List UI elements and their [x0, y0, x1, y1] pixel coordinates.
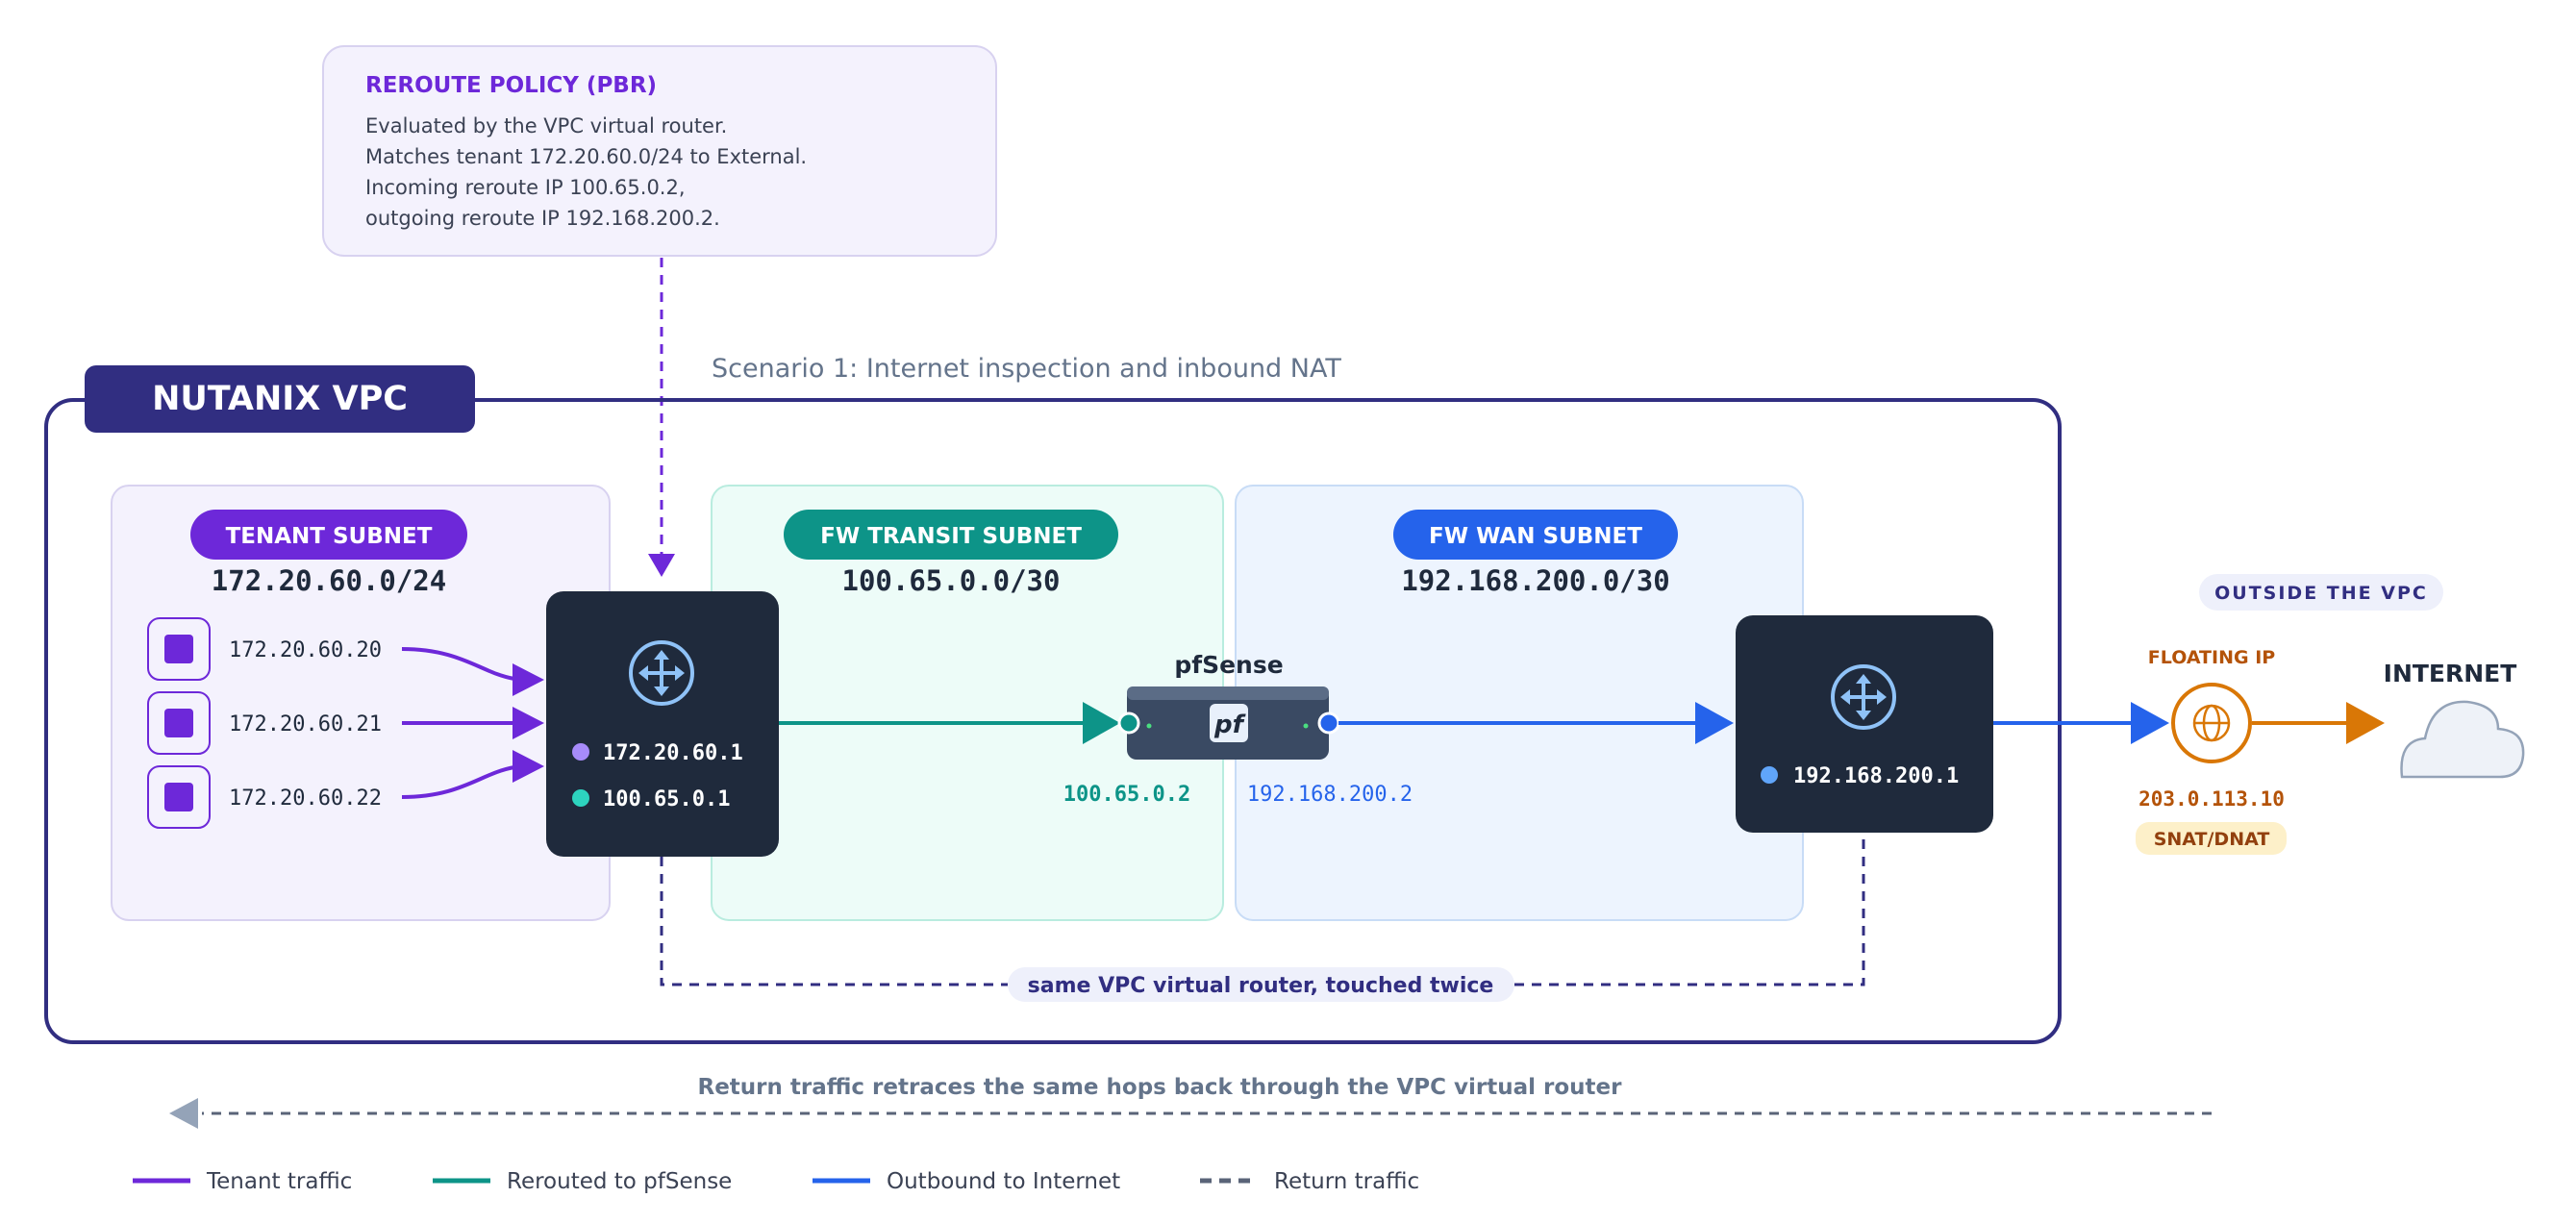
svg-text:Rerouted to pfSense: Rerouted to pfSense [507, 1169, 732, 1194]
pfsense-ip-out: 192.168.200.2 [1247, 783, 1413, 807]
vm-ip: 172.20.60.21 [229, 712, 382, 736]
scenario-caption: Scenario 1: Internet inspection and inbo… [712, 354, 1341, 384]
floating-ip[interactable]: FLOATING IP 203.0.113.10 SNAT/DNAT [2136, 647, 2287, 855]
router-ip: 172.20.60.1 [603, 741, 743, 765]
floating-ip-label: FLOATING IP [2148, 647, 2275, 668]
firewall-appliance-icon: pf [1127, 686, 1329, 760]
router-ip: 100.65.0.1 [603, 787, 730, 811]
transit-pill-label: FW TRANSIT SUBNET [820, 524, 1082, 549]
pfsense-firewall[interactable]: pfSense pf 100.65.0.2 192.168.200.2 [1063, 651, 1413, 807]
tenant-vm[interactable]: 172.20.60.21 [147, 691, 382, 755]
router-touched-twice-note: same VPC virtual router, touched twice [660, 833, 1865, 1002]
legend-item: Return traffic [1200, 1169, 1419, 1194]
router-ip: 192.168.200.1 [1793, 764, 1959, 788]
tenant-vm[interactable]: 172.20.60.22 [147, 765, 382, 829]
tenant-pill-label: TENANT SUBNET [226, 524, 433, 549]
reroute-flow [779, 702, 1120, 744]
vm-icon [164, 783, 193, 811]
legend-item: Tenant traffic [133, 1169, 352, 1194]
outside-vpc-label: OUTSIDE THE VPC [2199, 574, 2443, 611]
vpc-router-egress[interactable]: 192.168.200.1 [1736, 615, 1993, 833]
outbound-flow [1338, 702, 1734, 744]
svg-text:NUTANIX VPC: NUTANIX VPC [152, 380, 408, 418]
vpc-router-ingress[interactable]: 172.20.60.1 100.65.0.1 [546, 591, 779, 857]
cloud-icon [2400, 700, 2525, 779]
tenant-vm[interactable]: 172.20.60.20 [147, 617, 382, 681]
return-traffic: Return traffic retraces the same hops ba… [169, 1075, 2212, 1129]
router-icon [1831, 664, 1896, 730]
policy-line: Incoming reroute IP 100.65.0.2, [365, 176, 686, 199]
vm-icon [164, 709, 193, 737]
legend-item: Rerouted to pfSense [433, 1169, 732, 1194]
fw-transit-subnet: FW TRANSIT SUBNET 100.65.0.0/30 [711, 485, 1224, 921]
policy-title: REROUTE POLICY (PBR) [365, 73, 657, 98]
router-icon [629, 640, 694, 706]
policy-line: Matches tenant 172.20.60.0/24 to Externa… [365, 145, 807, 168]
pfsense-ip-in: 100.65.0.2 [1063, 783, 1190, 807]
svg-text:Return traffic: Return traffic [1274, 1169, 1419, 1194]
policy-connector [648, 258, 675, 577]
reroute-policy-card: REROUTE POLICY (PBR) Evaluated by the VP… [322, 45, 997, 257]
egress-flow [1993, 702, 2169, 744]
svg-text:same VPC virtual router, touch: same VPC virtual router, touched twice [1028, 974, 1494, 998]
legend-item: Outbound to Internet [813, 1169, 1120, 1194]
vm-ip: 172.20.60.20 [229, 638, 382, 662]
return-text: Return traffic retraces the same hops ba… [697, 1075, 1622, 1100]
policy-line: Evaluated by the VPC virtual router. [365, 114, 727, 137]
globe-icon [2192, 704, 2231, 742]
vm-ip: 172.20.60.22 [229, 786, 382, 811]
wan-pill-label: FW WAN SUBNET [1429, 524, 1642, 549]
tenant-cidr: 172.20.60.0/24 [212, 564, 446, 597]
internet[interactable]: INTERNET [2384, 660, 2525, 779]
wan-cidr: 192.168.200.0/30 [1401, 564, 1669, 597]
internet-label: INTERNET [2384, 660, 2517, 687]
nat-flow [2252, 702, 2385, 744]
tenant-subnet: TENANT SUBNET 172.20.60.0/24 172.20.60.2… [111, 485, 611, 921]
tenant-traffic-flow [401, 647, 544, 799]
pfsense-label: pfSense [1174, 651, 1283, 679]
svg-text:Tenant traffic: Tenant traffic [206, 1169, 352, 1194]
svg-text:Outbound to Internet: Outbound to Internet [887, 1169, 1120, 1194]
transit-cidr: 100.65.0.0/30 [842, 564, 1061, 597]
vm-icon [164, 635, 193, 663]
nat-badge: SNAT/DNAT [2154, 829, 2270, 850]
policy-line: outgoing reroute IP 192.168.200.2. [365, 207, 720, 230]
pfsense-logo: pf [1213, 711, 1247, 739]
legend: Tenant traffic Rerouted to pfSense Outbo… [133, 1169, 1419, 1194]
vpc-label: NUTANIX VPC [85, 365, 475, 433]
floating-ip-value: 203.0.113.10 [2138, 787, 2285, 811]
svg-text:OUTSIDE THE VPC: OUTSIDE THE VPC [2214, 583, 2428, 604]
